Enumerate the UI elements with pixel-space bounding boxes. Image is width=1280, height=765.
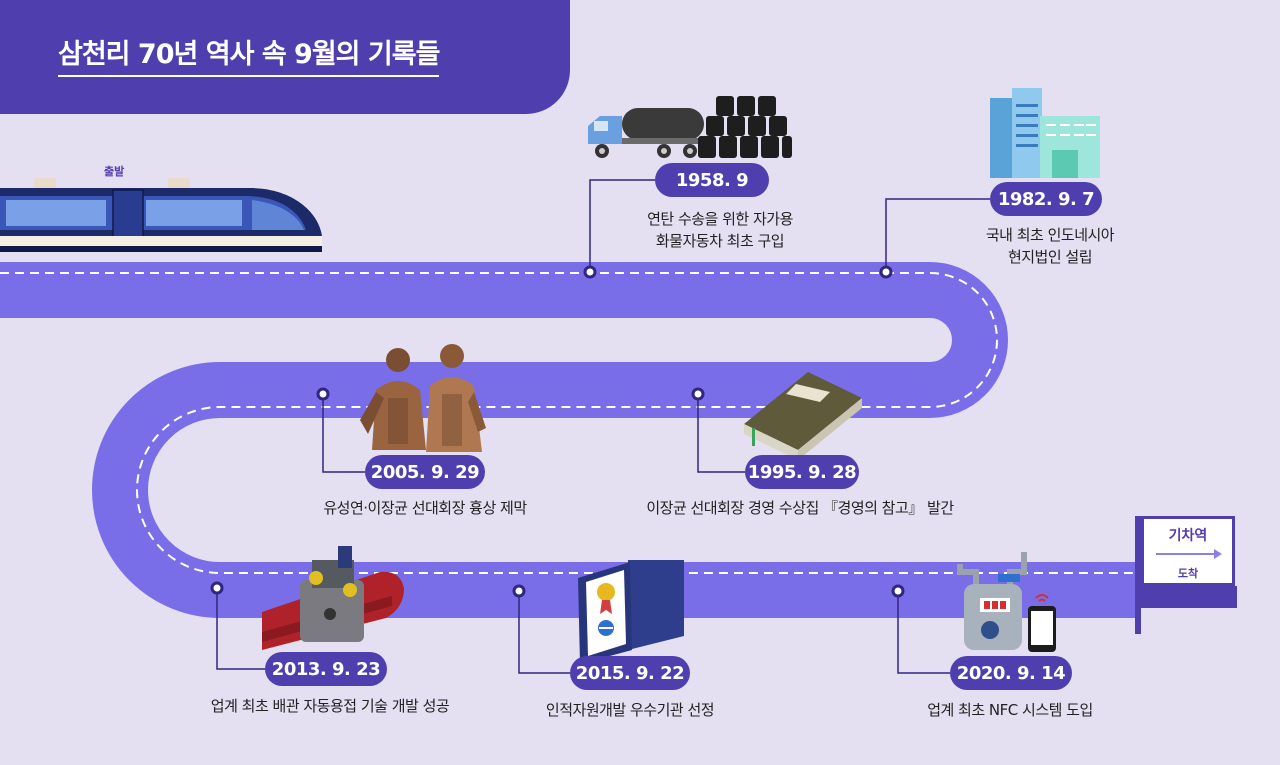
event-desc-line: 국내 최초 인도네시아 <box>985 226 1115 244</box>
departure-label: 출발 <box>104 165 125 178</box>
leader-line-2015 <box>518 591 570 674</box>
book-icon <box>744 372 862 460</box>
leader-line-1995 <box>697 394 745 473</box>
station-title: 기차역 <box>1168 528 1208 544</box>
event-date-2015: 2015. 9. 22 <box>570 656 690 690</box>
event-desc-1982: 국내 최초 인도네시아 현지법인 설립 <box>950 224 1150 268</box>
road-center-dash <box>0 272 1135 574</box>
event-desc-line: 연탄 수송을 위한 자가용 <box>647 210 793 228</box>
leader-dots <box>210 265 905 598</box>
event-date-2005: 2005. 9. 29 <box>365 455 485 489</box>
event-desc-2005: 유성연·이장균 선대회장 흉상 제막 <box>280 497 570 519</box>
pipe-welder-icon <box>262 546 404 650</box>
leader-line-1982 <box>885 198 990 272</box>
title-banner: 삼천리 70년 역사 속 9월의 기록들 <box>0 0 570 114</box>
event-date-1958: 1958. 9 <box>655 163 769 197</box>
train-icon <box>0 178 322 252</box>
certificate-icon <box>578 560 684 664</box>
station-sign: 기차역 도착 <box>1141 516 1235 586</box>
station-subtitle: 도착 <box>1177 567 1199 580</box>
gas-meter-phone-icon <box>957 552 1056 652</box>
event-desc-line: 화물자동차 최초 구입 <box>655 232 785 250</box>
leader-line-2013 <box>216 588 265 670</box>
arrow-right-icon <box>1156 549 1222 559</box>
event-desc-2013: 업계 최초 배관 자동용접 기술 개발 성공 <box>180 695 480 717</box>
page-title: 삼천리 70년 역사 속 9월의 기록들 <box>58 32 440 77</box>
event-desc-1958: 연탄 수송을 위한 자가용 화물자동차 최초 구입 <box>620 208 820 252</box>
leader-line-2020 <box>897 591 950 674</box>
station-sign-pole <box>1135 516 1237 634</box>
event-desc-line: 유성연·이장균 선대회장 흉상 제막 <box>323 499 527 517</box>
event-desc-line: 인적자원개발 우수기관 선정 <box>545 701 715 719</box>
leader-line-1958 <box>589 179 655 272</box>
event-date-2020: 2020. 9. 14 <box>950 656 1072 690</box>
event-desc-2020: 업계 최초 NFC 시스템 도입 <box>890 699 1130 721</box>
event-desc-1995: 이장균 선대회장 경영 수상집 『경영의 참고』 발간 <box>610 497 990 519</box>
event-desc-line: 업계 최초 배관 자동용접 기술 개발 성공 <box>210 697 450 715</box>
leader-lines <box>216 179 990 674</box>
event-desc-line: 이장균 선대회장 경영 수상집 『경영의 참고』 발간 <box>646 499 954 517</box>
event-desc-2015: 인적자원개발 우수기관 선정 <box>510 699 750 721</box>
event-desc-line: 현지법인 설립 <box>1007 248 1093 266</box>
event-date-2013: 2013. 9. 23 <box>265 652 387 686</box>
event-date-1995: 1995. 9. 28 <box>745 455 859 489</box>
building-icon <box>990 88 1100 178</box>
leader-line-2005 <box>322 394 365 473</box>
event-date-1982: 1982. 9. 7 <box>990 182 1102 216</box>
statue-icon <box>360 344 486 452</box>
timeline-road <box>0 262 1135 618</box>
truck-coal-icon <box>588 96 792 158</box>
event-desc-line: 업계 최초 NFC 시스템 도입 <box>927 701 1093 719</box>
